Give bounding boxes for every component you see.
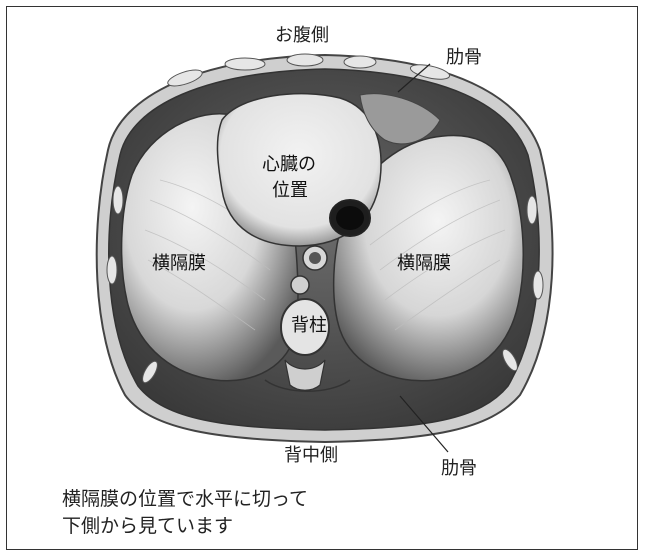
figure-caption: 横隔膜の位置で水平に切って 下側から見ています bbox=[62, 486, 308, 540]
label-heart-line2: 位置 bbox=[272, 182, 308, 200]
caption-line1: 横隔膜の位置で水平に切って bbox=[62, 486, 308, 513]
label-rib-bottom: 肋骨 bbox=[441, 460, 477, 478]
label-rib-top: 肋骨 bbox=[446, 49, 482, 67]
label-heart-line1: 心臓の bbox=[262, 156, 316, 174]
label-front: お腹側 bbox=[275, 27, 329, 45]
label-diaphragm-left: 横隔膜 bbox=[152, 255, 206, 273]
label-back: 背中側 bbox=[284, 447, 338, 465]
label-diaphragm-right: 横隔膜 bbox=[397, 255, 451, 273]
label-spine: 背柱 bbox=[291, 317, 327, 335]
caption-line2: 下側から見ています bbox=[62, 513, 308, 540]
